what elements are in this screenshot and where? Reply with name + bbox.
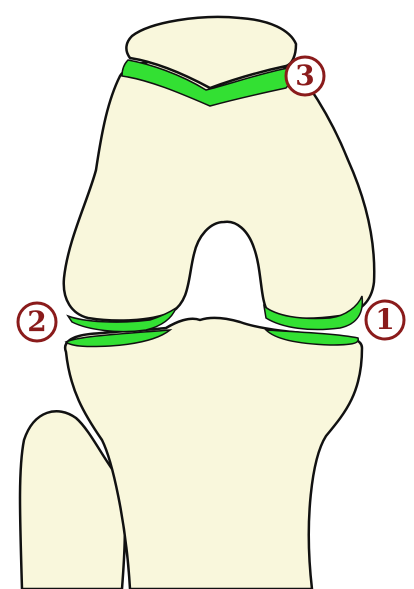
callout-label-2: 2 bbox=[21, 306, 53, 338]
callout-label-1: 1 bbox=[369, 304, 401, 336]
callout-label-3: 3 bbox=[289, 60, 321, 92]
